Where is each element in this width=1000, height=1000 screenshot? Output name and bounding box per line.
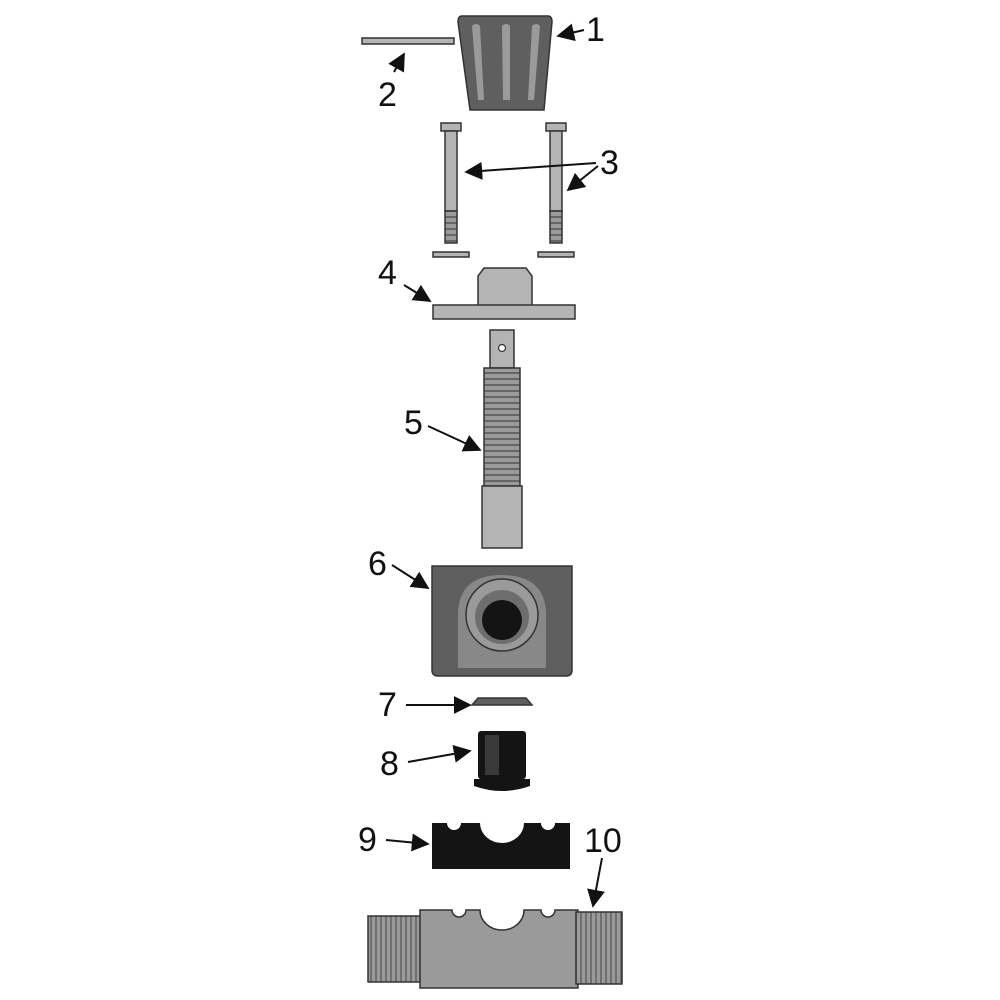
callout-8: 8 xyxy=(380,745,399,783)
part-4-bonnet xyxy=(432,267,576,320)
part-6-body xyxy=(431,565,573,677)
callout-6: 6 xyxy=(368,545,387,583)
part-7-washer xyxy=(470,697,534,706)
part-1-handle xyxy=(457,15,553,111)
callout-1: 1 xyxy=(586,11,605,49)
part-9-saddle xyxy=(432,823,570,869)
part-10-pipe xyxy=(367,909,623,989)
part-2-pin xyxy=(361,37,455,45)
part-5-stem xyxy=(481,329,523,549)
callout-3: 3 xyxy=(600,144,619,182)
callout-2: 2 xyxy=(378,76,397,114)
leader-lines xyxy=(385,23,605,908)
callout-5: 5 xyxy=(404,404,423,442)
callout-9: 9 xyxy=(358,821,377,859)
part-8-seat xyxy=(474,731,530,791)
callout-7: 7 xyxy=(378,686,397,724)
callout-4: 4 xyxy=(378,254,397,292)
callout-10: 10 xyxy=(584,822,622,860)
part-3-bolts xyxy=(432,122,575,258)
